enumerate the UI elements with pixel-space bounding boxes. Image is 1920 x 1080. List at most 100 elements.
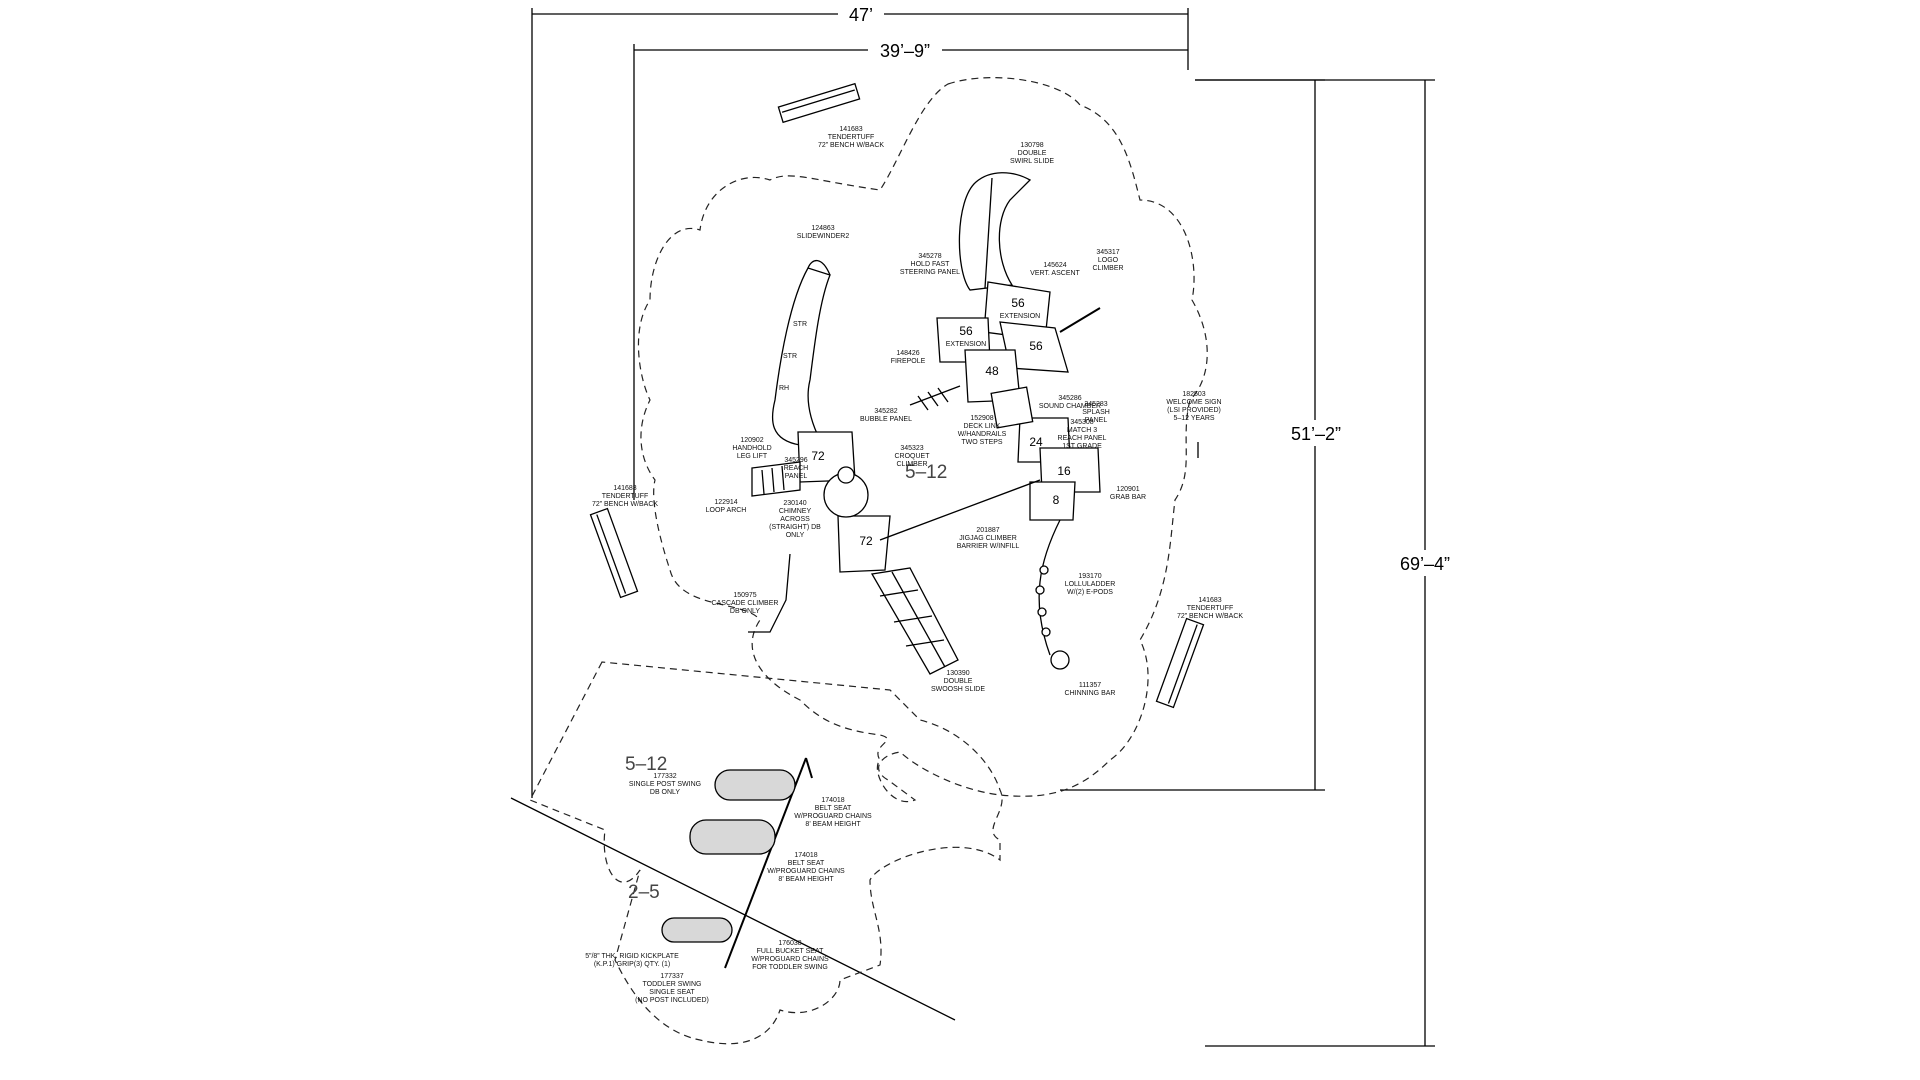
- deck-16-icon: [1039, 447, 1101, 493]
- deck-72-lower-number: 72: [859, 534, 873, 548]
- label-line: 130390: [946, 670, 969, 677]
- dim-69-4: 69’–4”: [1400, 554, 1450, 574]
- label-line: 8’ BEAM HEIGHT: [778, 876, 834, 883]
- label-line: CHINNING BAR: [1065, 690, 1116, 697]
- label-line: FULL BUCKET SEAT: [757, 948, 825, 955]
- deck-72-upper-number: 72: [811, 449, 825, 463]
- label-line: W/PROGUARD CHAINS: [767, 868, 845, 875]
- label-line: HANDHOLD: [732, 445, 771, 452]
- label-line: FOR TODDLER SWING: [752, 964, 828, 971]
- zone-main-label: 5–12: [905, 462, 947, 483]
- swing-use-zone: [529, 661, 1003, 1045]
- label-line: SWOOSH SLIDE: [931, 686, 985, 693]
- label-line: FIREPOLE: [891, 358, 926, 365]
- label-line: LOLLULADDER: [1065, 581, 1116, 588]
- label-line: 122914: [714, 499, 737, 506]
- label-line: DECK LINK: [964, 423, 1001, 430]
- zone-swing-big-label: 5–12: [625, 754, 667, 775]
- double-swoosh-slide-icon: [870, 567, 959, 675]
- dim-39-9: 39’–9”: [880, 41, 930, 61]
- label-line: (STRAIGHT) DB: [769, 524, 821, 531]
- label-line: 230140: [783, 500, 806, 507]
- label-line: PANEL: [785, 473, 808, 480]
- label-line: CHIMNEY: [779, 508, 812, 515]
- label-line: BELT SEAT: [815, 805, 852, 812]
- deck-8-number: 8: [1053, 493, 1060, 507]
- label-line: (LSI PROVIDED): [1167, 407, 1221, 414]
- label-line: 152908: [970, 415, 993, 422]
- label-line: 72” BENCH W/BACK: [1177, 613, 1243, 620]
- belt-seat-1-icon: [714, 769, 796, 801]
- dim-51-2: 51’–2”: [1291, 424, 1341, 444]
- slide-mark-str-1: STR: [793, 321, 807, 328]
- zone-swing-small-label: 2–5: [628, 882, 660, 903]
- label-line: LOOP ARCH: [706, 507, 747, 514]
- label-line: MATCH 3: [1067, 427, 1097, 434]
- label-line: BELT SEAT: [788, 860, 825, 867]
- label-line: LOGO: [1098, 257, 1119, 264]
- loop-arch-icon: [751, 461, 801, 497]
- slide-mark-str-2: STR: [783, 353, 797, 360]
- label-line: (K.P.1) GRIP(3) QTY. (1): [594, 961, 670, 968]
- bucket-seat-icon: [661, 917, 733, 943]
- label-line: 111357: [1079, 682, 1101, 689]
- label-line: 72” BENCH W/BACK: [818, 142, 884, 149]
- label-line: 141683: [1198, 597, 1221, 604]
- label-line: 345283: [1084, 401, 1107, 408]
- label-line: SLIDEWINDER2: [797, 233, 850, 240]
- deck-16-number: 16: [1057, 464, 1071, 478]
- deck-72-lower-icon: [837, 515, 891, 573]
- label-line: DB ONLY: [730, 608, 761, 615]
- deck-8-icon: [1029, 481, 1076, 521]
- label-line: 345317: [1096, 249, 1119, 256]
- bench-left-icon: [589, 507, 639, 599]
- deck-number-labels: 56 56 56 48 24 16 8 72 72: [811, 296, 1071, 548]
- label-line: BUBBLE PANEL: [860, 416, 912, 423]
- label-line: CLIMBER: [1092, 265, 1123, 272]
- label-line: JIGJAG CLIMBER: [959, 535, 1017, 542]
- chinning-bar-icon: [1050, 650, 1070, 670]
- label-line: PANEL: [1085, 417, 1108, 424]
- label-line: CASCADE CLIMBER: [712, 600, 779, 607]
- cascade-climber-icon: [748, 553, 791, 633]
- label-line: TWO STEPS: [961, 439, 1003, 446]
- deck-56-right-number: 56: [1029, 339, 1043, 353]
- slide-mark-rh: RH: [779, 385, 789, 392]
- label-line: SWIRL SLIDE: [1010, 158, 1054, 165]
- label-line: REACH PANEL: [1058, 435, 1107, 442]
- label-line: TENDERTUFF: [1187, 605, 1234, 612]
- label-line: SINGLE SEAT: [649, 989, 695, 996]
- label-line: 130798: [1020, 142, 1043, 149]
- label-line: DB ONLY: [650, 789, 681, 796]
- label-line: DOUBLE: [1018, 150, 1047, 157]
- label-line: 141683: [839, 126, 862, 133]
- label-line: SINGLE POST SWING: [629, 781, 701, 788]
- lolluladder-icon: [1038, 519, 1061, 656]
- deck-link-icon: [990, 386, 1034, 429]
- label-line: SOUND CHAMBER: [1039, 403, 1101, 410]
- label-line: W/HANDRAILS: [958, 431, 1007, 438]
- label-line: 150975: [733, 592, 756, 599]
- double-swirl-slide-icon: [958, 172, 1032, 291]
- label-line: 177337: [660, 973, 683, 980]
- deck-48-number: 48: [985, 364, 999, 378]
- main-use-zone: [637, 77, 1208, 803]
- bench-right-icon: [1155, 617, 1205, 709]
- label-line: 5”/8” THK. RIGID KICKPLATE: [585, 953, 679, 960]
- label-line: 345286: [1058, 395, 1081, 402]
- label-line: GRAB BAR: [1110, 494, 1146, 501]
